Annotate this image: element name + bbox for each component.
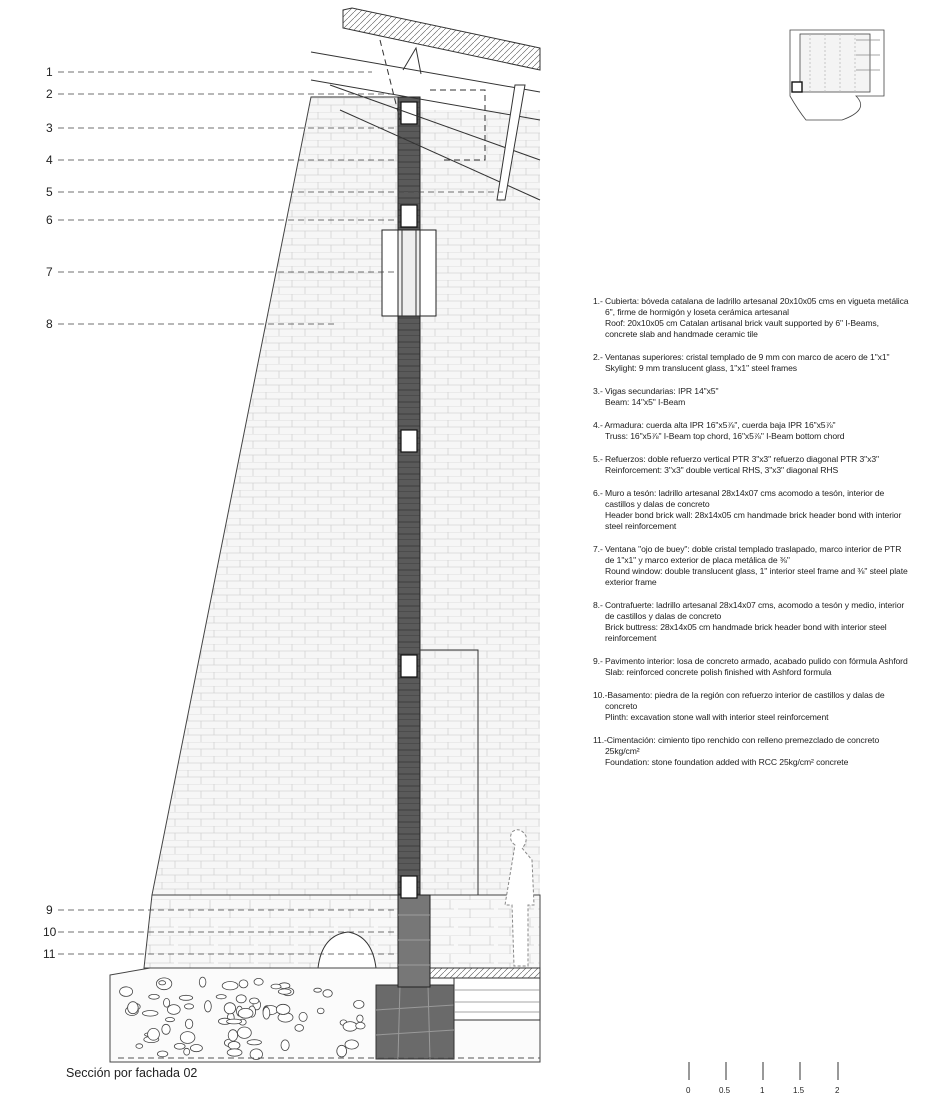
- callout-number: 5: [46, 185, 53, 199]
- pebble: [227, 1029, 238, 1042]
- pebble: [238, 979, 249, 989]
- legend-item: 8.- Contrafuerte: ladrillo artesanal 28x…: [593, 600, 905, 643]
- pebble: [226, 1048, 243, 1057]
- round-window: [381, 229, 437, 317]
- scale-label: 1.5: [793, 1086, 805, 1095]
- pebble: [183, 1003, 194, 1010]
- pebble: [294, 1024, 304, 1032]
- stone-plinth: [143, 894, 541, 969]
- scale-labels: 0 0.5 1 1.5 2: [686, 1086, 840, 1095]
- pebble: [249, 1048, 263, 1060]
- drawing-caption: Sección por fachada 02: [66, 1066, 198, 1080]
- pebble: [226, 1018, 243, 1025]
- pebble: [163, 997, 171, 1008]
- legend-item: 3.- Vigas secundarias: IPR 14"x5"Beam: 1…: [593, 386, 719, 407]
- pebble: [280, 1039, 290, 1051]
- pebble: [148, 993, 160, 1000]
- pebble: [178, 994, 194, 1001]
- legend-item: 7.- Ventana "ojo de buey": doble cristal…: [593, 544, 908, 587]
- legend-item: 9.- Pavimento interior: losa de concreto…: [593, 656, 908, 677]
- pebble: [147, 1028, 160, 1041]
- pebble: [164, 1017, 175, 1023]
- pebble: [157, 1050, 169, 1058]
- pebble: [316, 1007, 325, 1015]
- legend-item: 2.- Ventanas superiores: cristal templad…: [593, 352, 890, 373]
- pebble: [161, 1023, 171, 1035]
- callout-numbers: 1 2 3 4 5 6 7 8 9 10 11: [43, 65, 57, 961]
- callout-number: 2: [46, 87, 53, 101]
- pebble: [253, 977, 264, 986]
- pebble: [336, 1044, 348, 1058]
- pebble: [275, 1003, 291, 1015]
- callout-number: 10: [43, 925, 57, 939]
- pebble: [119, 986, 133, 997]
- pebble: [237, 1026, 252, 1039]
- pebble: [262, 1006, 271, 1020]
- callout-number: 9: [46, 903, 53, 917]
- pebble: [342, 1021, 358, 1032]
- pebble: [221, 981, 239, 991]
- legend: 1.- Cubierta: bóveda catalana de ladrill…: [593, 296, 911, 780]
- pebble: [183, 1047, 191, 1056]
- callout-number: 11: [43, 947, 56, 961]
- scale-label: 0.5: [719, 1086, 731, 1095]
- legend-item: 10.-Basamento: piedra de la región con r…: [593, 690, 885, 722]
- legend-item: 6.- Muro a tesón: ladrillo artesanal 28x…: [593, 488, 902, 531]
- pebble: [215, 994, 227, 1000]
- legend-item: 11.-Cimentación: cimiento tipo renchido …: [593, 735, 880, 767]
- human-figure: [504, 829, 535, 967]
- pebble: [158, 980, 167, 986]
- callout-lines: [58, 71, 503, 955]
- roof-structure: [310, 7, 541, 201]
- pebble: [127, 1001, 139, 1015]
- legend-item: 1.- Cubierta: bóveda catalana de ladrill…: [593, 296, 909, 339]
- scale-label: 2: [835, 1086, 840, 1095]
- callout-number: 6: [46, 213, 53, 227]
- pebble: [235, 994, 247, 1004]
- pebble: [237, 1007, 254, 1019]
- pebble: [313, 987, 322, 993]
- scale-bar: [688, 1062, 839, 1080]
- foundation-pebbles: [119, 976, 366, 1060]
- pebble: [356, 1014, 364, 1023]
- key-plan: [789, 29, 885, 121]
- pebble: [167, 1004, 181, 1015]
- brick-buttress: [151, 96, 540, 896]
- footing: [375, 984, 455, 1060]
- legend-item: 4.- Armadura: cuerda alta IPR 16"x5⅞", c…: [593, 420, 845, 441]
- callout-number: 8: [46, 317, 53, 331]
- pebble: [353, 1000, 365, 1009]
- pebble: [246, 1039, 262, 1046]
- pebble: [249, 997, 260, 1005]
- callout-number: 4: [46, 153, 53, 167]
- pebble: [189, 1044, 203, 1053]
- pebble: [344, 1039, 359, 1050]
- pebble: [173, 1043, 186, 1050]
- pebble: [277, 988, 292, 995]
- pebble: [204, 1000, 212, 1013]
- pebble: [270, 983, 282, 990]
- legend-item: 5.- Refuerzos: doble refuerzo vertical P…: [593, 454, 879, 475]
- callout-number: 7: [46, 265, 53, 279]
- foundation: [109, 967, 541, 1063]
- callout-number: 3: [46, 121, 53, 135]
- pebble: [322, 989, 333, 998]
- pebble: [355, 1021, 366, 1030]
- pebble: [185, 1018, 194, 1030]
- pebble: [227, 1041, 241, 1050]
- pebble: [198, 976, 207, 988]
- pebble: [135, 1043, 144, 1049]
- scale-label: 0: [686, 1086, 691, 1095]
- pebble: [223, 1002, 236, 1015]
- pebble: [179, 1031, 196, 1044]
- pebble: [298, 1012, 308, 1022]
- callout-number: 1: [46, 65, 53, 79]
- pebble: [141, 1010, 159, 1017]
- scale-label: 1: [760, 1086, 765, 1095]
